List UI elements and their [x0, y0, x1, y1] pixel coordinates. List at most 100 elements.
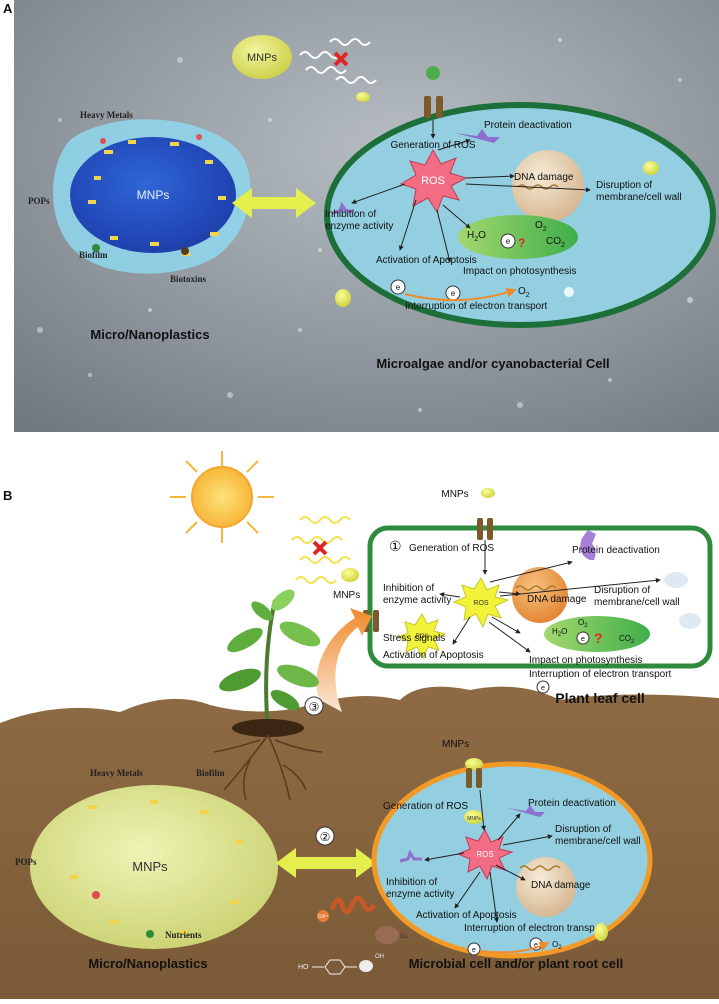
panel-b: B MNPs MNPs	[0, 440, 719, 999]
mnp-on-cell-a	[335, 289, 351, 307]
leaf-number-1: ①	[389, 538, 402, 554]
protein-icon	[580, 530, 596, 560]
double-arrow-b	[276, 848, 376, 878]
chem-blob	[359, 960, 373, 972]
electron-root-1	[467, 942, 481, 956]
generation-of-ros-a: Generation of ROS	[390, 140, 475, 151]
plastic-a-center-label: MNPs	[137, 188, 170, 202]
panel-a-letter: A	[3, 1, 13, 16]
protein-icon	[508, 805, 545, 817]
dna-ball-b	[512, 567, 568, 623]
mnp-particle	[232, 35, 292, 79]
ros-arrows-b	[439, 540, 661, 653]
enzyme-icon-root	[399, 849, 422, 863]
dna-damage-b: DNA damage	[527, 594, 587, 605]
soil-biofilm-flakes	[70, 800, 243, 934]
nutrients-label: Nutrients	[165, 930, 202, 940]
soil-plastic-caption: Micro/Nanoplastics	[88, 956, 207, 971]
biotoxins-label-a: Biotoxins	[170, 274, 207, 284]
cell-a	[324, 102, 716, 328]
ros-label-root: ROS	[476, 850, 493, 859]
ros-label-a: ROS	[421, 175, 445, 187]
cell-a-caption: Microalgae and/or cyanobacterial Cell	[376, 356, 609, 371]
electron-transport-arrow-a	[404, 287, 517, 302]
red-cross-icon	[312, 540, 328, 556]
cu-label: Cu	[400, 934, 408, 940]
membrane-blob-1	[664, 572, 688, 588]
panel-a: A MNPs MNPs Heav	[3, 0, 719, 432]
disruption-a-2: membrane/cell wall	[596, 192, 682, 203]
electron-a1	[500, 233, 516, 249]
electron-b1	[576, 631, 590, 645]
dna-ball-a	[512, 150, 584, 222]
mnp-on-wall	[643, 161, 659, 175]
electron-b2	[536, 680, 550, 694]
disruption-b-1: Disruption of	[594, 585, 650, 596]
generation-of-ros-root: Generation of ROS	[383, 801, 468, 812]
bubble-a	[564, 287, 574, 297]
mnp-root	[465, 758, 483, 770]
electron-a1-label: e	[506, 237, 511, 246]
chloroplast-a	[458, 215, 578, 259]
electron-b1-label: e	[581, 636, 585, 643]
inhibition-b-2: enzyme activity	[383, 595, 451, 606]
root-cell-caption: Microbial cell and/or plant root cell	[409, 956, 624, 971]
ros-small-label: ROS	[415, 634, 428, 640]
disruption-root-1: Disruption of	[555, 824, 611, 835]
protein-deactivation-a: Protein deactivation	[484, 120, 572, 131]
cd-ion	[317, 910, 329, 922]
mnp-light-b	[341, 568, 359, 582]
activation-apoptosis-b: Activation of Apoptosis	[383, 650, 484, 661]
chloroplast-b	[544, 616, 650, 652]
membrane-blob-2	[679, 613, 701, 629]
electron-root-2-label: e	[534, 942, 538, 949]
dna-ball-root	[516, 857, 576, 917]
channel-icon	[466, 768, 482, 788]
leaf-cell-caption: Plant leaf cell	[555, 690, 644, 706]
mnps-root-label: MNPs	[442, 739, 469, 750]
o2-a: O2	[535, 220, 547, 233]
protein-deactivation-b: Protein deactivation	[572, 545, 660, 556]
interruption-a: Interruption of electron transport	[405, 301, 548, 312]
double-arrow-a	[232, 188, 316, 218]
number-3-circle	[304, 696, 324, 716]
mnps-floating-label: MNPs	[247, 52, 277, 64]
sun-icon	[170, 451, 274, 543]
electron-a2-label: e	[396, 283, 401, 292]
pops-label-b: POPs	[15, 857, 37, 867]
dna-damage-a: DNA damage	[514, 172, 574, 183]
root-cell-blob	[375, 926, 399, 944]
biofilm-label-b: Biofilm	[196, 768, 225, 778]
interruption-b: Interruption of electron transport	[529, 669, 672, 680]
mnps-badge	[464, 810, 484, 824]
inhibition-b-1: Inhibition of	[383, 583, 434, 594]
protein-icon	[455, 129, 500, 143]
pops-label-a: POPs	[28, 196, 50, 206]
chem-structure	[312, 959, 357, 975]
disruption-root-2: membrane/cell wall	[555, 836, 641, 847]
number-3: ③	[309, 700, 320, 714]
mnps-light-label: MNPs	[333, 590, 360, 601]
co2-a: CO2	[546, 236, 565, 249]
co2-b: CO2	[619, 634, 635, 645]
impact-photosynthesis-b: Impact on photosynthesis	[529, 655, 642, 666]
inhibition-root-1: Inhibition of	[386, 877, 437, 888]
h2o-b: H2O	[552, 627, 567, 638]
ros-arrows-root	[424, 789, 553, 923]
ros-label-b: ROS	[473, 600, 489, 607]
h2o-a: H2O	[467, 230, 486, 243]
question-b: ?	[594, 630, 603, 646]
o2-b: O2	[578, 618, 588, 629]
debris-particles	[37, 38, 693, 412]
impact-photosynthesis-a: Impact on photosynthesis	[463, 266, 576, 277]
channel-icon	[424, 96, 443, 118]
stress-signals: Stress signals	[383, 633, 445, 644]
heavy-metals-label-b: Heavy Metals	[90, 768, 143, 778]
dna-strand-b	[515, 585, 557, 591]
mnp-top-b	[481, 488, 495, 498]
heavy-metals-label-a: Heavy Metals	[80, 110, 133, 120]
soil-plastic-center: MNPs	[132, 859, 168, 874]
interruption-root: Interruption of electron transport	[464, 923, 607, 934]
electron-b2-label: e	[541, 685, 545, 692]
